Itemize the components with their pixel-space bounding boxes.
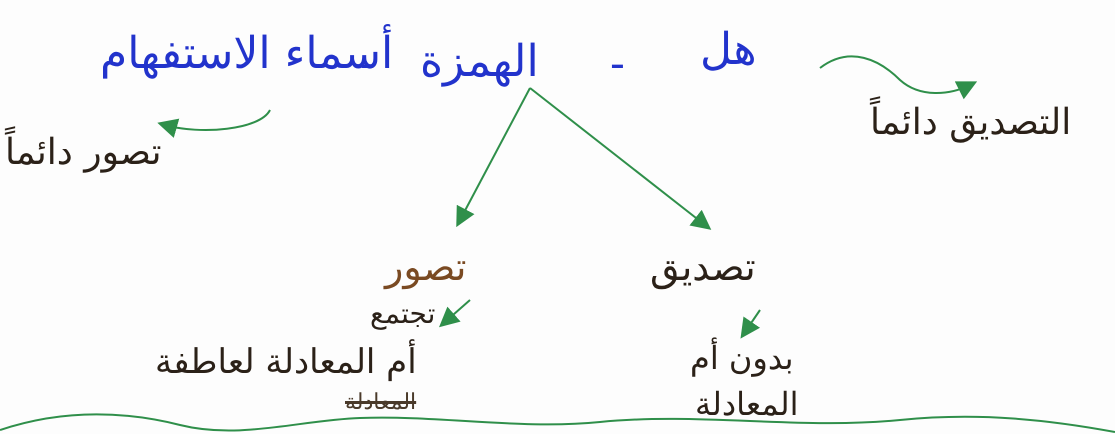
bottom-wavy-line	[0, 413, 1115, 433]
word-asma-istifham: أسماء الاستفهام	[100, 28, 394, 79]
label-tasdiq-always: التصديق دائماً	[870, 102, 1072, 143]
label-tajtami: تجتمع	[370, 297, 436, 330]
crossed-word: المعادلة	[345, 390, 417, 415]
separator-2: -	[360, 38, 375, 89]
separator-1: -	[610, 38, 625, 89]
label-muadila: المعادلة	[695, 385, 799, 423]
arrow-hamza-to-tasawwur	[456, 87, 531, 228]
label-am-muadila-atifa: أم المعادلة لعاطفة	[155, 342, 417, 382]
word-hal: هل	[700, 24, 757, 75]
arrow-hal-to-tasdiq	[819, 55, 978, 100]
label-bidun-am: بدون أم	[690, 339, 794, 377]
label-tasawwur: تصور	[385, 245, 467, 289]
label-tasawwur-always: تصور دائماً	[5, 132, 162, 173]
arrow-istifham-to-tasawwur	[157, 109, 271, 138]
label-tasdiq: تصديق	[650, 245, 756, 289]
arrow-hamza-to-tasdiq	[529, 87, 712, 230]
arrow-tasdiq-down	[740, 309, 761, 339]
word-hamza: الهمزة	[420, 36, 539, 87]
arrow-tasawwur-down	[438, 299, 471, 328]
